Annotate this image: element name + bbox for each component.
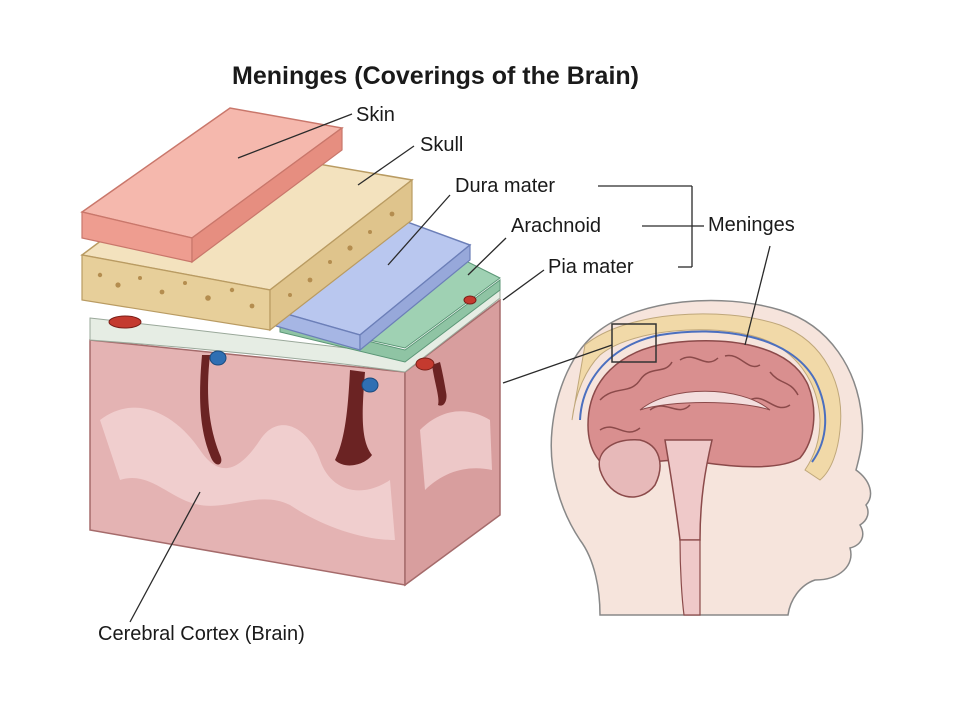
tissue-block bbox=[80, 107, 501, 587]
label-dura-mater: Dura mater bbox=[455, 175, 556, 197]
label-skull: Skull bbox=[420, 134, 464, 156]
dura-side bbox=[359, 243, 471, 352]
meninges-outline bbox=[579, 330, 827, 463]
skull-layer bbox=[571, 313, 842, 481]
meninges-leader bbox=[744, 245, 771, 346]
cerebellum bbox=[598, 439, 661, 498]
skull-leader bbox=[357, 145, 415, 186]
blood-vessels bbox=[108, 295, 477, 393]
head-profile bbox=[550, 299, 872, 616]
vessel-blue-2 bbox=[361, 377, 379, 393]
vessel-blue-1 bbox=[209, 350, 227, 366]
vessel-red-2 bbox=[415, 357, 435, 371]
pia-leader bbox=[502, 269, 545, 301]
label-meninges: Meninges bbox=[708, 214, 795, 236]
bone-texture bbox=[97, 211, 395, 309]
label-pia-mater: Pia mater bbox=[548, 256, 634, 278]
corpus-callosum bbox=[639, 390, 771, 411]
label-cerebral-cortex: Cerebral Cortex (Brain) bbox=[98, 623, 305, 645]
dura-leader bbox=[387, 194, 451, 266]
arachnoid-leader bbox=[467, 237, 507, 276]
white-matter bbox=[100, 407, 395, 540]
skull-side bbox=[269, 178, 413, 332]
label-arachnoid: Arachnoid bbox=[511, 215, 602, 237]
magnify-leader bbox=[502, 344, 613, 384]
diagram-title: Meninges (Coverings of the Brain) bbox=[232, 62, 639, 90]
arachnoid-layer bbox=[89, 284, 501, 373]
cortex-leader bbox=[129, 491, 201, 623]
magnified-region-box bbox=[611, 323, 657, 363]
sulcus-2 bbox=[335, 370, 372, 466]
label-skin: Skin bbox=[356, 104, 395, 126]
vessel-red-3 bbox=[463, 295, 477, 305]
leader-lines bbox=[129, 113, 771, 623]
sulcus-3 bbox=[432, 362, 447, 406]
sulcus-1 bbox=[200, 355, 222, 465]
spinal-cord bbox=[679, 539, 701, 616]
white-matter-side bbox=[420, 411, 492, 490]
skin-side bbox=[191, 126, 343, 264]
vessel-red-1 bbox=[108, 315, 142, 329]
skin-leader bbox=[237, 113, 353, 159]
